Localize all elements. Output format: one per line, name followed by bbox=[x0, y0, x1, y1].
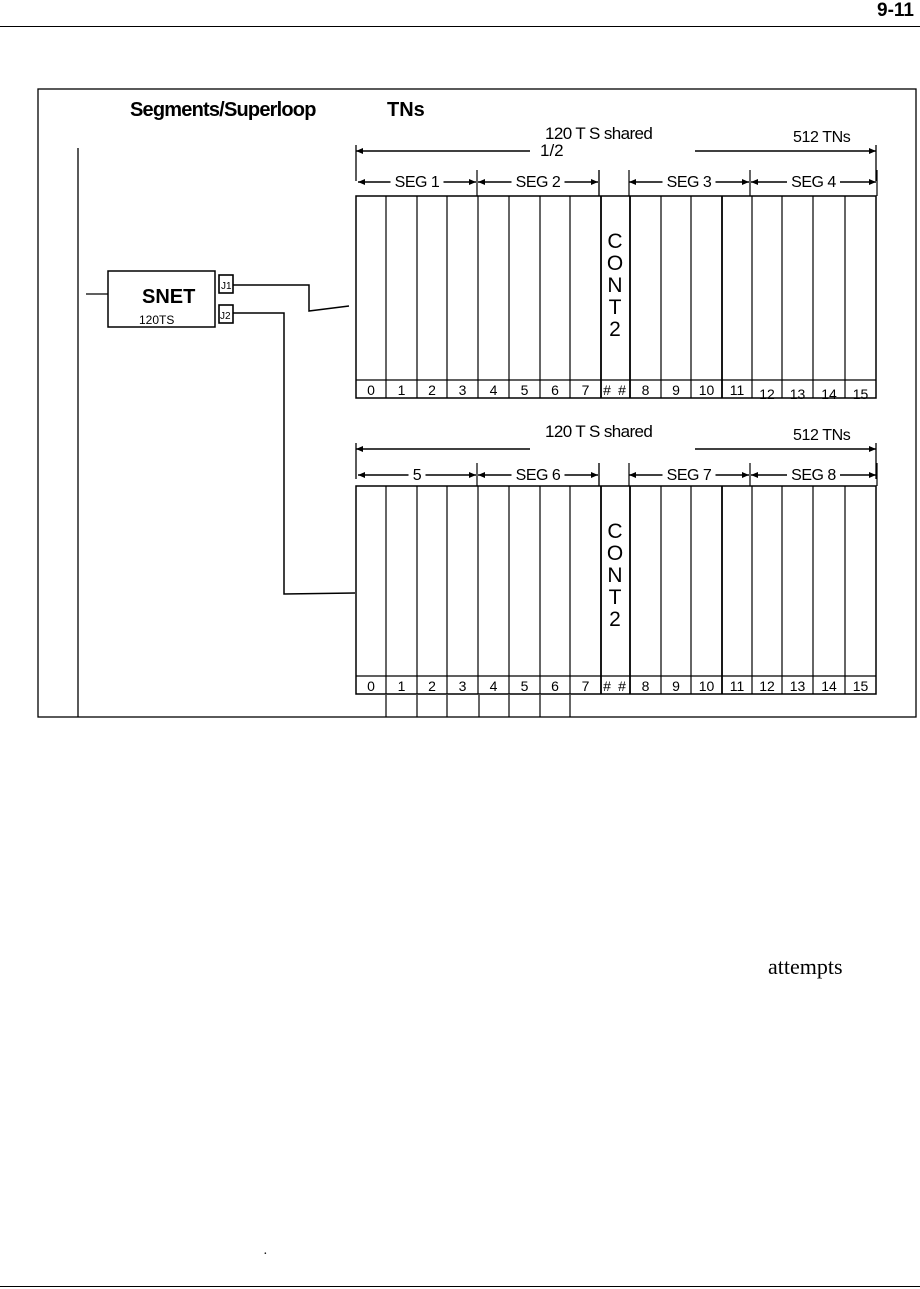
snet-port-j2 bbox=[218, 304, 234, 324]
slot-number: 4 bbox=[490, 678, 498, 694]
slot-number: 7 bbox=[582, 678, 590, 694]
segment-4-span: SEG 8 bbox=[751, 463, 878, 486]
slot-number: # bbox=[618, 382, 626, 398]
slot-number: 14 bbox=[821, 386, 837, 402]
slot-number: 9 bbox=[672, 382, 680, 398]
controller-letter: 2 bbox=[609, 608, 621, 631]
slot-number: 2 bbox=[428, 678, 436, 694]
stray-text-attempts: attempts bbox=[768, 954, 843, 979]
slot-number: # bbox=[603, 382, 611, 398]
shelf-tns-label: 512 TNs bbox=[793, 427, 851, 444]
segment-label: SEG 8 bbox=[791, 467, 836, 484]
controller-letter: C bbox=[607, 520, 622, 543]
slot-number: 0 bbox=[367, 678, 375, 694]
segment-label: SEG 7 bbox=[667, 467, 712, 484]
slot-number: 0 bbox=[367, 382, 375, 398]
snet-card: SNET 120TS J1 J2 bbox=[86, 270, 234, 328]
slot-number: 8 bbox=[642, 382, 650, 398]
slot-number: 15 bbox=[853, 386, 869, 402]
cable-j1-to-shelf-1 bbox=[233, 284, 350, 312]
shelf-2: 120 T S shared 512 TNs 5 SEG 6 SEG 7 SEG 8 CON… bbox=[355, 422, 878, 695]
segment-label: SEG 3 bbox=[667, 174, 712, 191]
segment-3-span: SEG 3 bbox=[629, 170, 751, 196]
slot-number: 10 bbox=[699, 678, 715, 694]
segment-1-span: 5 bbox=[358, 463, 478, 486]
slot-number: 1 bbox=[398, 382, 406, 398]
controller-letter: C bbox=[607, 230, 622, 253]
slot-number: 10 bbox=[699, 382, 715, 398]
segment-2-span: SEG 2 bbox=[478, 170, 600, 196]
segment-label: SEG 6 bbox=[516, 467, 561, 484]
slot-number: 15 bbox=[853, 678, 869, 694]
controller-letter: N bbox=[607, 274, 622, 297]
slot-number: 5 bbox=[521, 382, 529, 398]
slot-number: 12 bbox=[759, 678, 775, 694]
slot-number: 7 bbox=[582, 382, 590, 398]
slot-number: 8 bbox=[642, 678, 650, 694]
stray-lines-below-shelf-2 bbox=[385, 695, 571, 717]
slot-number: 3 bbox=[459, 382, 467, 398]
footer-rule bbox=[0, 1286, 920, 1287]
slot-number: 2 bbox=[428, 382, 436, 398]
figure-frame bbox=[37, 88, 917, 718]
controller-letter: T bbox=[609, 296, 622, 319]
shelf-tns-label: 512 TNs bbox=[793, 129, 851, 146]
shelf-frame bbox=[355, 485, 877, 695]
cable-j2-to-shelf-2 bbox=[233, 312, 356, 595]
slot-number: 4 bbox=[490, 382, 498, 398]
segment-3-span: SEG 7 bbox=[629, 463, 751, 486]
slot-number: 6 bbox=[551, 678, 559, 694]
segment-2-span: SEG 6 bbox=[478, 463, 600, 486]
shelf-frame bbox=[355, 195, 877, 399]
snet-port-j1-label: J1 bbox=[221, 281, 232, 292]
figure-title-tns: TNs bbox=[387, 99, 425, 121]
controller-letter: O bbox=[607, 252, 623, 275]
slot-number: 11 bbox=[730, 382, 745, 398]
slot-number: 3 bbox=[459, 678, 467, 694]
slot-number: 13 bbox=[790, 386, 806, 402]
slot-number: 13 bbox=[790, 678, 806, 694]
controller-letter: O bbox=[607, 542, 623, 565]
snet-sublabel: 120TS bbox=[139, 313, 174, 327]
snet-port-j1 bbox=[218, 274, 234, 294]
slot-number: 11 bbox=[730, 678, 745, 694]
slot-number: 12 bbox=[759, 386, 775, 402]
segment-label: 5 bbox=[413, 467, 422, 484]
slot-number: # bbox=[618, 678, 626, 694]
segment-label: SEG 4 bbox=[791, 174, 836, 191]
header-rule bbox=[0, 26, 920, 27]
stray-mark: · bbox=[263, 1247, 268, 1262]
figure-title-segments: Segments/Superloop bbox=[130, 99, 316, 121]
shelf-half-label: 1/2 bbox=[540, 141, 564, 160]
controller-letter: 2 bbox=[609, 318, 621, 341]
slot-number: 14 bbox=[821, 678, 837, 694]
page-number: 9-11 bbox=[877, 0, 914, 21]
snet-port-j2-label: J2 bbox=[220, 311, 231, 322]
snet-label: SNET bbox=[142, 286, 195, 308]
slot-number: 1 bbox=[398, 678, 406, 694]
slot-number: 5 bbox=[521, 678, 529, 694]
segment-1-span: SEG 1 bbox=[358, 170, 478, 196]
shelf-shared-label: 120 T S shared bbox=[545, 422, 652, 441]
slot-number: 6 bbox=[551, 382, 559, 398]
segment-4-span: SEG 4 bbox=[751, 170, 878, 196]
segment-label: SEG 2 bbox=[516, 174, 561, 191]
segment-label: SEG 1 bbox=[395, 174, 440, 191]
controller-letter: N bbox=[607, 564, 622, 587]
slot-number: # bbox=[603, 678, 611, 694]
slot-number: 9 bbox=[672, 678, 680, 694]
controller-letter: T bbox=[609, 586, 622, 609]
shelf-shared-label: 120 T S shared bbox=[545, 124, 652, 143]
